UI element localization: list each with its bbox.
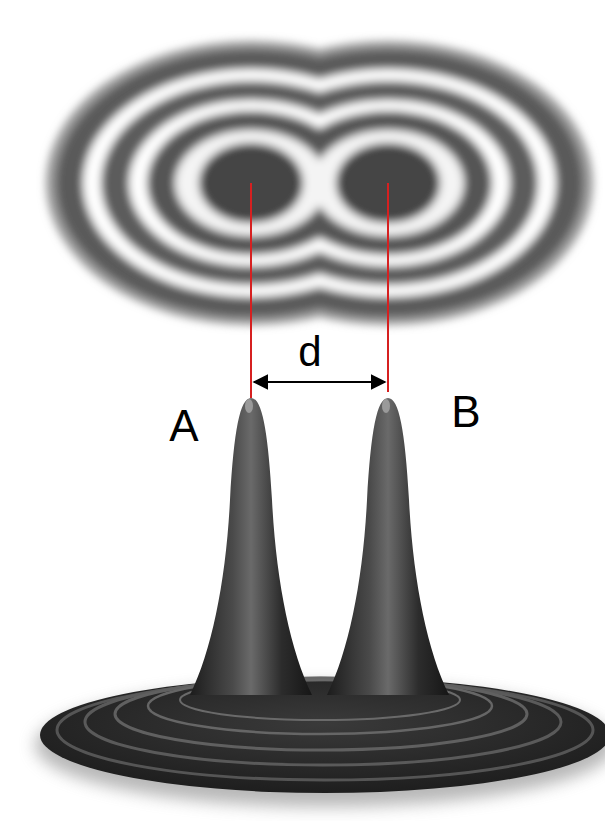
point-label: A [169, 404, 198, 448]
ring-pattern [46, 41, 593, 325]
water-base [40, 677, 605, 793]
peak-highlight [245, 399, 253, 413]
peak-a [190, 398, 312, 695]
dimension-arrow [254, 381, 385, 383]
point-label: B [451, 390, 480, 434]
peak-b [327, 398, 449, 695]
ripples [57, 678, 593, 780]
dimension-label: d [298, 331, 321, 373]
guide-line [387, 183, 389, 392]
guide-line [250, 183, 252, 398]
peak-highlight [382, 399, 390, 413]
